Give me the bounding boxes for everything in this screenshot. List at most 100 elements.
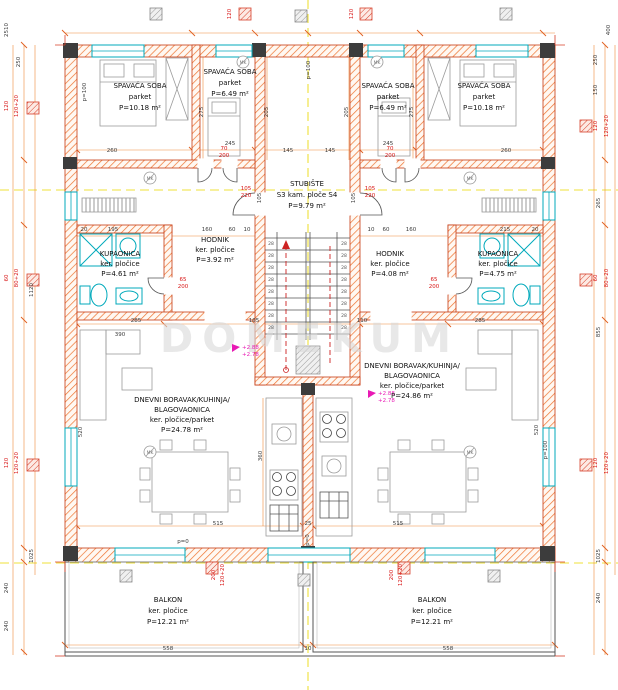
dimension-label: 20: [532, 227, 539, 233]
stair-tread-label: 28: [341, 325, 347, 331]
dimension-label: 200: [389, 569, 395, 580]
dimension-label: 25: [305, 521, 312, 527]
shaft-hatch: [295, 345, 321, 375]
dimension-label: 260: [107, 148, 118, 154]
kitchen-counter: [315, 397, 353, 537]
dining-table: [139, 439, 241, 525]
dimension-label: 80+20: [14, 268, 20, 287]
dimension-label: 120+20: [14, 94, 20, 117]
room-finish: ker. pločice: [412, 607, 451, 615]
dimension-label: 285: [131, 318, 142, 324]
chimney-marker-icon: [397, 561, 411, 575]
room-finish: parket: [129, 93, 152, 101]
dimension-label: 245: [383, 141, 394, 147]
room-labels: SPAVAĆA SOBA parket P=10.18 m² SPAVAĆA S…: [100, 67, 519, 626]
dimension-label: 360: [258, 450, 264, 461]
reference-box-icon: [119, 569, 133, 583]
room-finish: ker. pločice/parket: [150, 416, 214, 424]
toilet-icon: [79, 283, 108, 307]
room-area: P=6.49 m²: [211, 90, 249, 98]
dimension-label: 205: [264, 106, 270, 117]
dimension-label: p=100: [543, 440, 549, 459]
dimension-label: 20: [81, 227, 88, 233]
room-area: P=3.92 m²: [196, 256, 234, 264]
dimension-label: 205: [344, 106, 350, 117]
room-finish: ker. pločice: [370, 260, 409, 268]
dimension-label: 200: [178, 284, 189, 290]
toilet-icon: [512, 283, 541, 307]
room-name: SPAVAĆA SOBA: [113, 81, 166, 90]
window-icon: [215, 44, 253, 58]
window-icon: [64, 427, 78, 487]
room-area: P=24.86 m²: [391, 392, 433, 400]
vent-marker-icon: [370, 55, 384, 69]
stair-tread-label: 28: [268, 253, 274, 259]
dimension-label: 520: [78, 426, 84, 437]
bed-double: [99, 59, 157, 127]
room-area: P=9.79 m²: [288, 202, 326, 210]
dimension-label: 200: [211, 569, 217, 580]
stair-tread-label: 28: [268, 289, 274, 295]
watermark: DOMEKUM: [160, 316, 460, 362]
dimension-label: 105: [257, 192, 263, 203]
dimension-label: 265: [596, 197, 602, 208]
dimension-label: 80+20: [604, 268, 610, 287]
dimension-label: 70: [221, 146, 228, 152]
dimension-label: 240: [596, 592, 602, 603]
dimension-label: 120: [593, 457, 599, 468]
dimension-label: 200: [219, 153, 230, 159]
dimension-label: 2510: [4, 23, 10, 37]
furniture: [79, 57, 539, 537]
stair-arrow-icon: [282, 240, 290, 249]
dimension-label: 120: [227, 8, 233, 19]
reference-box-icon: [297, 573, 311, 587]
room-name: DNEVNI BORAVAK/KUHINJA/: [364, 362, 460, 370]
stair-tread-label: 28: [268, 241, 274, 247]
sofa: [465, 329, 539, 421]
dimension-label: 10: [368, 227, 375, 233]
bed-single: [377, 97, 411, 157]
vent-marker-label: MK: [147, 176, 155, 182]
dimension-label: 110: [357, 318, 368, 324]
room-finish: parket: [473, 93, 496, 101]
vent-marker-icon: [143, 445, 157, 459]
stair-tread-label: 28: [341, 313, 347, 319]
room-finish: ker. pločice/parket: [380, 382, 444, 390]
stair-tread-label: 28: [268, 265, 274, 271]
room-area: P=12.21 m²: [147, 618, 189, 626]
window-icon: [542, 191, 556, 221]
room-name: DNEVNI BORAVAK/KUHINJA/: [134, 396, 230, 404]
chimney-marker-icon: [205, 561, 219, 575]
vent-marker-icon: [143, 171, 157, 185]
windows: [64, 44, 556, 563]
dimension-label: 65: [431, 277, 438, 283]
shower-icon: [79, 233, 113, 267]
dimension-label: 145: [283, 148, 294, 154]
chimney-marker-icon: [238, 7, 252, 21]
dimension-label: 60: [383, 227, 390, 233]
dimension-label: 195: [108, 227, 119, 233]
balcony-door-icon: [114, 547, 186, 563]
dimension-label: 105: [365, 186, 376, 192]
level-lower: +2.78: [378, 398, 395, 404]
dimension-label: p=100: [82, 82, 88, 101]
window-icon: [367, 44, 405, 58]
stair-tread-label: 28: [341, 265, 347, 271]
dimension-label: 160: [202, 227, 213, 233]
dimension-label: 200: [385, 153, 396, 159]
room-name: BALKON: [154, 596, 182, 604]
wardrobe: [165, 57, 189, 121]
reference-box-icon: [487, 569, 501, 583]
wardrobe: [427, 57, 451, 121]
room-finish: ker. pločice: [478, 260, 517, 268]
shower-icon: [507, 233, 541, 267]
reference-box-icon: [149, 7, 163, 21]
bed-double: [459, 59, 517, 127]
room-name: BLAGOVAONICA: [154, 406, 210, 414]
reference-box-icon: [294, 9, 308, 23]
dimension-label: 120: [4, 100, 10, 111]
dimension-label: 120+20: [14, 451, 20, 474]
corner-marks: [55, 35, 565, 657]
